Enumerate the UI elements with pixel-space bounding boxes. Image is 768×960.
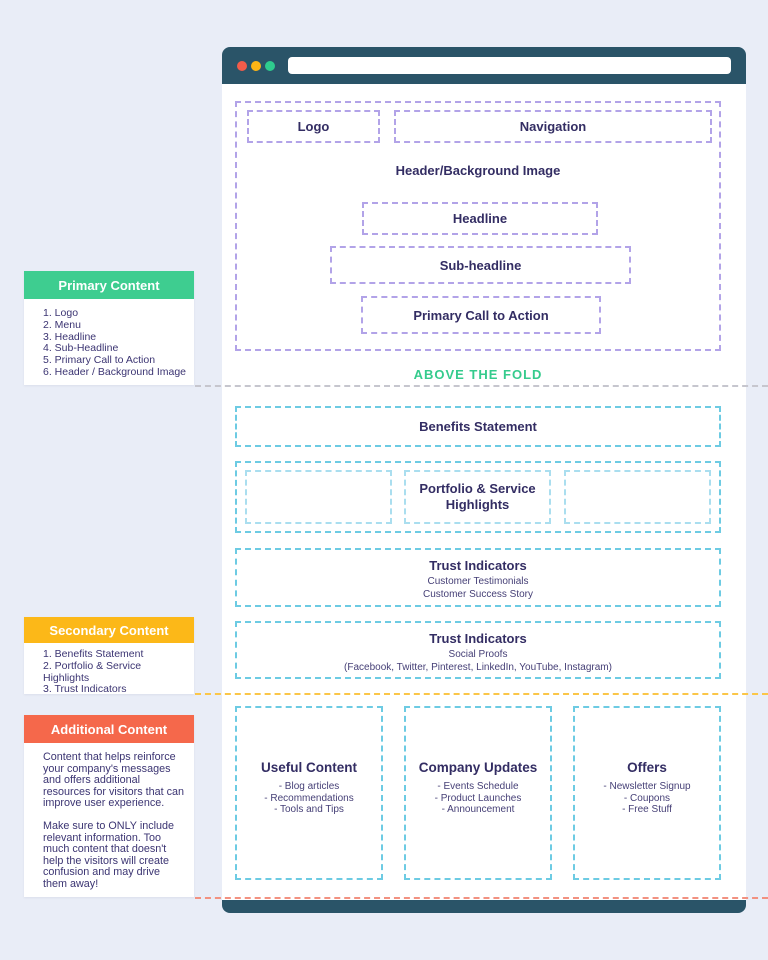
window-control-yellow-dot-icon <box>251 60 261 71</box>
subheadline-label: Sub-headline <box>439 257 522 273</box>
header-bg-label-wrap: Header/Background Image <box>235 161 721 179</box>
secondary-list-item: 2. Portfolio & Service Highlights <box>43 659 142 684</box>
subheadline-box: Sub-headline <box>330 246 631 284</box>
navigation-box: Navigation <box>394 110 712 143</box>
primary-list-item: 1. Logo <box>43 307 79 319</box>
company-updates-item: - Events Schedule <box>437 781 519 792</box>
highlights-row-box <box>235 461 721 533</box>
primary-cta-label: Primary Call to Action <box>413 307 549 323</box>
annotation-card-secondary: Secondary Content 1. Benefits Statement … <box>24 617 194 695</box>
highlight-box-center: Portfolio & Service Highlights <box>404 470 551 524</box>
annotation-card-primary: Primary Content 1. Logo 2. Menu 3. Headl… <box>24 271 194 385</box>
company-updates-column: Company Updates - Events Schedule - Prod… <box>404 706 552 880</box>
fold-divider-line <box>195 385 768 387</box>
trust-testimonials-line2: Customer Success Story <box>422 588 534 600</box>
logo-label: Logo <box>297 119 330 134</box>
useful-content-item: - Blog articles <box>278 781 340 792</box>
headline-label: Headline <box>452 211 508 226</box>
highlights-title: Portfolio & Service Highlights <box>419 481 536 512</box>
secondary-content-divider-line <box>195 693 768 695</box>
trust-social-line1: Social Proofs <box>448 649 508 660</box>
additional-paragraph: Content that helps reinforce your compan… <box>43 751 185 810</box>
headline-box: Headline <box>362 202 598 235</box>
header-section-box <box>235 101 721 351</box>
highlight-box-left <box>245 470 392 524</box>
benefits-statement-label: Benefits Statement <box>419 419 537 434</box>
browser-window <box>222 47 746 913</box>
useful-content-column: Useful Content - Blog articles - Recomme… <box>235 706 383 880</box>
browser-body <box>222 84 746 900</box>
browser-bottom-bar <box>222 900 746 913</box>
primary-list-item: 5. Primary Call to Action <box>43 354 156 367</box>
trust-social-line2: (Facebook, Twitter, Pinterest, LinkedIn,… <box>344 661 612 673</box>
primary-list-item: 4. Sub-Headline <box>43 342 119 355</box>
window-control-green-dot-icon <box>265 60 275 71</box>
secondary-content-header: Secondary Content <box>24 617 194 643</box>
navigation-label: Navigation <box>519 119 587 134</box>
offers-column: Offers - Newsletter Signup - Coupons - F… <box>573 706 721 880</box>
secondary-list-item: 1. Benefits Statement <box>43 648 144 660</box>
additional-paragraph: Make sure to ONLY include relevant infor… <box>43 819 175 890</box>
additional-content-title: Additional Content <box>50 721 168 737</box>
offers-title: Offers <box>627 760 667 775</box>
offers-item: - Coupons <box>623 792 671 804</box>
secondary-list-item: 3. Trust Indicators <box>43 683 127 696</box>
useful-content-item: - Tools and Tips <box>274 804 344 816</box>
trust-indicators-testimonials-box: Trust Indicators Customer Testimonials C… <box>235 548 721 607</box>
trust-social-title: Trust Indicators <box>429 631 527 646</box>
url-bar <box>288 57 731 74</box>
logo-box: Logo <box>247 110 380 143</box>
primary-content-title: Primary Content <box>58 277 160 293</box>
primary-list-item: 2. Menu <box>43 318 81 331</box>
footer-divider-line <box>195 897 768 899</box>
primary-content-header: Primary Content <box>24 271 194 299</box>
secondary-content-list: 1. Benefits Statement 2. Portfolio & Ser… <box>24 643 194 704</box>
useful-content-title: Useful Content <box>261 760 357 775</box>
offers-item: - Newsletter Signup <box>603 781 691 792</box>
company-updates-title: Company Updates <box>418 760 538 775</box>
company-updates-item: - Product Launches <box>434 792 522 804</box>
primary-cta-box: Primary Call to Action <box>361 296 601 334</box>
secondary-content-title: Secondary Content <box>49 622 169 638</box>
trust-testimonials-line1: Customer Testimonials <box>427 576 529 587</box>
highlight-box-right <box>564 470 711 524</box>
header-bg-label: Header/Background Image <box>395 162 561 178</box>
additional-content-header: Additional Content <box>24 715 194 743</box>
above-the-fold-label: ABOVE THE FOLD <box>413 367 543 382</box>
browser-top-bar <box>222 47 746 84</box>
annotation-card-additional: Additional Content Content that helps re… <box>24 715 194 897</box>
benefits-statement-box: Benefits Statement <box>235 406 721 447</box>
company-updates-item: - Announcement <box>441 804 515 816</box>
additional-content-text: Content that helps reinforce your compan… <box>24 743 194 899</box>
useful-content-item: - Recommendations <box>264 792 354 804</box>
primary-list-item: 6. Header / Background Image <box>43 365 187 378</box>
primary-content-list: 1. Logo 2. Menu 3. Headline 4. Sub-Headl… <box>24 299 194 387</box>
trust-testimonials-title: Trust Indicators <box>429 558 527 573</box>
primary-list-item: 3. Headline <box>43 330 97 343</box>
window-control-red-dot-icon <box>237 60 247 71</box>
offers-item: - Free Stuff <box>622 804 672 816</box>
trust-indicators-social-box: Trust Indicators Social Proofs (Facebook… <box>235 621 721 679</box>
